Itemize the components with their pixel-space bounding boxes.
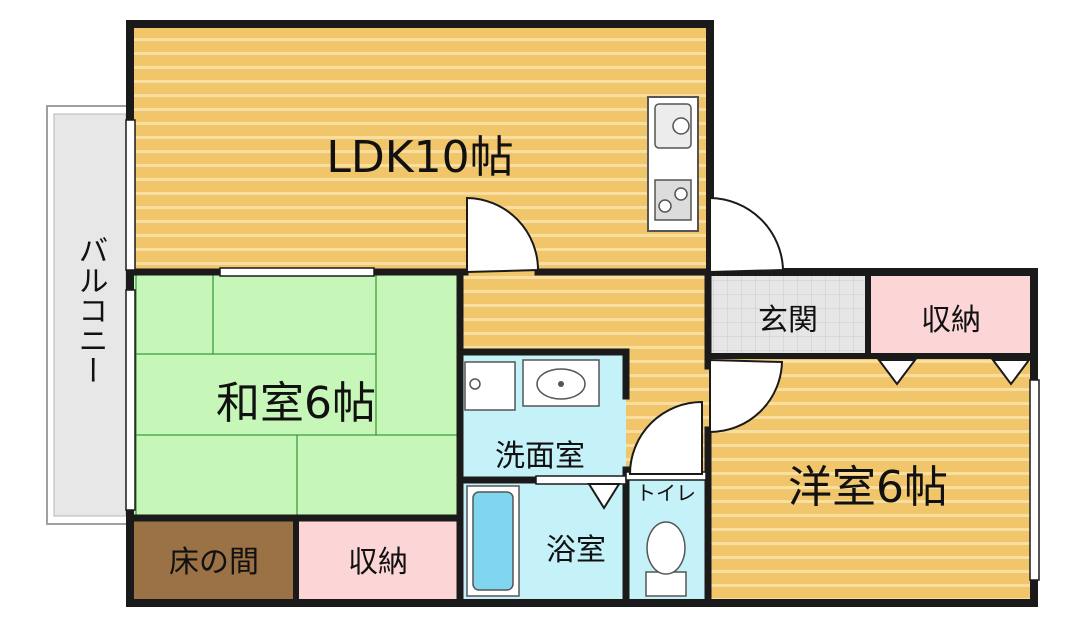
doors xyxy=(466,196,1031,510)
bath-label: 浴室 xyxy=(546,533,606,568)
wash-basin-icon xyxy=(522,359,600,407)
balcony-label: バルコニー xyxy=(73,235,108,385)
genkan-floor xyxy=(708,272,868,356)
yoshitsu-label: 洋室6帖 xyxy=(788,462,948,513)
genkan-label: 玄関 xyxy=(758,303,818,338)
storage-bottom-label: 収納 xyxy=(348,545,408,580)
toilet-icon xyxy=(645,521,687,597)
washing-machine-icon xyxy=(464,361,516,411)
storage-right-label: 収納 xyxy=(921,303,981,338)
washitsu-label: 和室6帖 xyxy=(216,378,376,429)
tokonoma-floor xyxy=(134,518,294,603)
bathtub-icon xyxy=(466,485,520,597)
balcony xyxy=(46,105,134,525)
ldk-floor xyxy=(134,28,708,272)
storage-right-floor xyxy=(870,272,1032,356)
tokonoma-label: 床の間 xyxy=(169,545,259,580)
storage-bottom-floor xyxy=(296,518,460,603)
windows xyxy=(125,119,1040,581)
toilet-label: トイレ xyxy=(636,481,696,505)
washroom-label: 洗面室 xyxy=(495,439,585,474)
kitchen-counter xyxy=(647,96,699,232)
ldk-label: LDK10帖 xyxy=(326,132,513,183)
